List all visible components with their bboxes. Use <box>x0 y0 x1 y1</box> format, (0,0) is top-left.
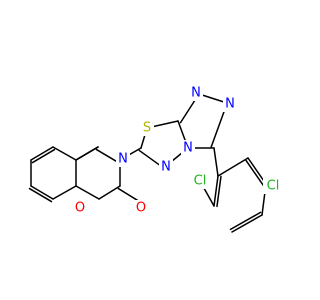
atom-Cl-ortho: Cl <box>190 173 210 189</box>
atom-N-bridge: N <box>181 140 195 156</box>
atom-N-td: N <box>159 159 173 175</box>
atom-label-N-bridge: N <box>183 141 193 156</box>
atom-label-S1: S <box>143 121 151 136</box>
bond-double-c2-O2 <box>117 187 141 203</box>
bond-b1-b2 <box>217 157 249 177</box>
atom-N-tz-b: N <box>223 96 237 112</box>
atom-Cl-para: Cl <box>263 178 283 194</box>
atom-label-O-ring: O <box>75 201 85 216</box>
bond-c8-c4a <box>30 146 54 161</box>
bond-double-c4a-c8 <box>31 148 56 164</box>
bond-layer <box>28 92 274 233</box>
bond-double-c4-c3 <box>95 148 120 164</box>
bond-c2-O1 <box>98 185 121 200</box>
atom-S1: S <box>140 120 154 136</box>
bond-b4-b5 <box>231 214 263 233</box>
atom-label-N-td2: N <box>118 152 128 167</box>
atom-N-tz-a: N <box>189 85 203 101</box>
bond-c6-c7 <box>52 185 77 200</box>
bond-c5-c6 <box>30 185 54 200</box>
bond-Cq-b1 <box>213 147 219 177</box>
bond-double-b2-b3 <box>244 158 265 187</box>
molecule-structure-diagram: S N N N N N O O Cl Cl <box>28 85 283 233</box>
atom-label-O-keto: O <box>136 201 146 216</box>
bond-b6-b1 <box>213 175 219 207</box>
atom-label-N-tz-b: N <box>225 97 235 112</box>
atom-N-td2: N <box>116 151 130 167</box>
atom-label-N-td: N <box>161 160 171 175</box>
atom-label-Cl-para: Cl <box>267 179 280 194</box>
bond-c8a-c8 <box>52 146 77 161</box>
bond-double-c5-c6 <box>28 187 53 203</box>
bond-double-b6-b1 <box>216 175 222 208</box>
bond-double-b4-b5 <box>229 211 262 231</box>
atom-label-N-tz-a: N <box>191 86 201 101</box>
atom-O-keto: O <box>134 200 148 216</box>
atom-label-Cl-ortho: Cl <box>194 174 207 189</box>
bond-O1-c7 <box>75 185 100 200</box>
atom-O-ring: O <box>73 200 87 216</box>
bond-c4-c8a <box>75 146 99 161</box>
